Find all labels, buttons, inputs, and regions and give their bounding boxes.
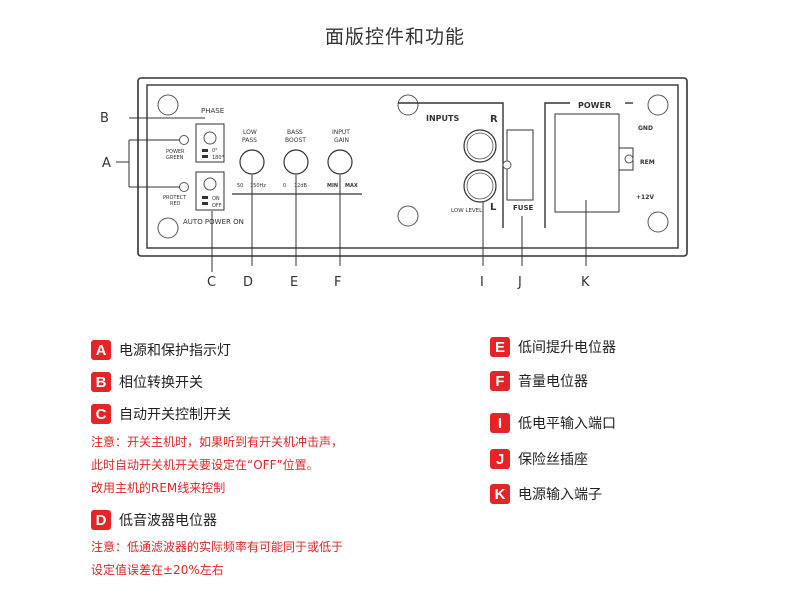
screw-icon (397, 205, 419, 227)
callout-k: K (581, 275, 590, 290)
callout-j: J (517, 275, 522, 290)
on-label: ON (212, 196, 220, 202)
low-pass-knob-icon (239, 149, 265, 175)
legend-item-c: C 自动开关控制开关 (91, 403, 231, 425)
legend-item-e: E 低间提升电位器 (490, 336, 616, 358)
bass-scale-1: 0 (283, 183, 286, 189)
protect-red-label-1: PROTECT (163, 195, 187, 201)
legend-item-b: B 相位转换开关 (91, 371, 203, 393)
screw-icon (647, 211, 669, 233)
gain-max-label: MAX (345, 183, 358, 189)
power-green-label-2: GREEN (166, 155, 184, 161)
callout-b: B (100, 111, 109, 126)
bass-boost-label-2: BOOST (285, 137, 306, 144)
callout-d: D (243, 275, 253, 290)
power-green-label-1: POWER (166, 149, 185, 155)
legend-text-a: 电源和保护指示灯 (119, 343, 231, 359)
low-pass-scale-1: 50 (237, 183, 243, 189)
legend-badge-k: K (490, 484, 510, 504)
low-pass-label-1: LOW (243, 129, 257, 136)
legend-text-i: 低电平输入端口 (518, 416, 616, 432)
legend-text-c: 自动开关控制开关 (119, 407, 231, 423)
phase-label: PHASE (201, 107, 224, 115)
note-c-line-3: 改用主机的REM线来控制 (91, 481, 226, 495)
callout-e: E (290, 275, 298, 290)
callout-i: I (480, 275, 484, 290)
auto-power-switch-knob-icon (203, 177, 217, 191)
power-led-icon (179, 135, 189, 145)
legend-badge-f: F (490, 371, 510, 391)
legend-text-f: 音量电位器 (518, 374, 588, 390)
legend-badge-d: D (91, 510, 111, 530)
gain-min-label: MIN (327, 183, 338, 189)
off-label: OFF (212, 203, 222, 209)
input-gain-knob-icon (327, 149, 353, 175)
legend-text-d: 低音波器电位器 (119, 513, 217, 529)
legend-text-j: 保险丝插座 (518, 452, 588, 468)
input-l-label: L (490, 202, 497, 213)
bass-boost-label-1: BASS (287, 129, 303, 136)
legend-item-d: D 低音波器电位器 (91, 509, 217, 531)
legend-badge-a: A (91, 340, 111, 360)
callout-a: A (102, 156, 111, 171)
legend-text-k: 电源输入端子 (518, 487, 602, 503)
legend-text-b: 相位转换开关 (119, 375, 203, 391)
phase-180-label: 180° (212, 155, 225, 161)
plus12v-label: +12V (636, 194, 654, 201)
screw-icon (397, 94, 419, 116)
legend-item-a: A 电源和保护指示灯 (91, 339, 231, 361)
bass-scale-2: 12dB (294, 183, 308, 189)
protect-red-label-2: RED (170, 201, 181, 207)
phase-0-label: 0° (212, 148, 218, 154)
power-label: POWER (578, 101, 611, 110)
inputs-label: INPUTS (426, 114, 459, 123)
legend-badge-e: E (490, 337, 510, 357)
callout-c: C (207, 275, 216, 290)
screw-icon (157, 217, 179, 239)
input-gain-label-1: INPUT (332, 129, 350, 136)
note-d: 注意：低通滤波器的实际频率有可能同于或低于 设定值误差在±20%左右 (91, 536, 343, 582)
fuse-label: FUSE (513, 204, 534, 212)
input-gain-label-2: GAIN (334, 137, 349, 144)
power-terminal-block (554, 113, 620, 213)
note-c: 注意：开关主机时，如果听到有开关机冲击声， 此时自动开关机开关要设定在“OFF”… (91, 431, 343, 500)
input-r-label: R (490, 114, 498, 125)
legend-item-f: F 音量电位器 (490, 370, 588, 392)
screw-icon (647, 94, 669, 116)
low-pass-label-2: PASS (242, 137, 257, 144)
legend-badge-b: B (91, 372, 111, 392)
bass-boost-knob-icon (283, 149, 309, 175)
page-title: 面版控件和功能 (324, 26, 465, 48)
auto-power-on-label: AUTO POWER ON (183, 218, 244, 226)
callout-f: F (334, 275, 341, 290)
legend-badge-j: J (490, 449, 510, 469)
note-c-line-1: 注意：开关主机时，如果听到有开关机冲击声， (91, 435, 344, 449)
legend-item-j: J 保险丝插座 (490, 448, 588, 470)
phase-switch-knob-icon (203, 131, 217, 145)
note-d-line-1: 注意：低通滤波器的实际频率有可能同于或低于 (91, 540, 344, 554)
protect-led-icon (179, 182, 189, 192)
note-c-line-2: 此时自动开关机开关要设定在“OFF”位置。 (91, 458, 319, 472)
legend-item-k: K 电源输入端子 (490, 483, 602, 505)
screw-icon (157, 94, 179, 116)
legend-text-e: 低间提升电位器 (518, 340, 616, 356)
low-pass-scale-2: 150Hz (250, 183, 266, 189)
low-level-label: LOW LEVEL (451, 208, 483, 214)
legend-badge-i: I (490, 413, 510, 433)
legend-badge-c: C (91, 404, 111, 424)
amplifier-panel-diagram: PHASE POWER GREEN PROTECT RED 0° 180° ON… (100, 77, 688, 290)
rem-label: REM (640, 159, 655, 166)
gnd-label: GND (638, 125, 653, 132)
note-d-line-2: 设定值误差在±20%左右 (91, 563, 224, 577)
legend-item-i: I 低电平输入端口 (490, 412, 616, 434)
